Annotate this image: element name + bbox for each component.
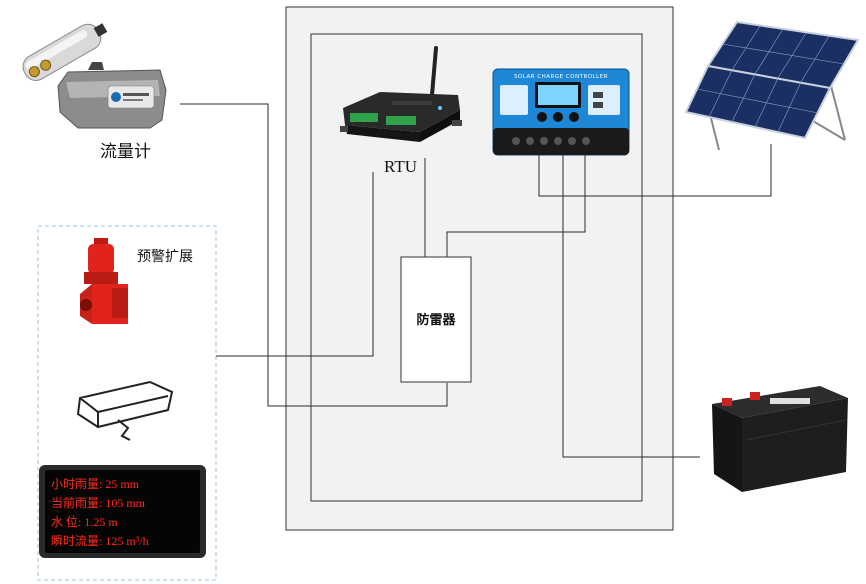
flowmeter-label: 流量计 — [100, 142, 151, 162]
battery — [712, 386, 848, 492]
rtu-label: RTU — [384, 157, 417, 176]
controller-banner: SOLAR CHARGE CONTROLLER — [514, 74, 608, 80]
rtu-device — [340, 46, 462, 142]
wires — [180, 103, 772, 458]
led-line: 小时雨量: 25 mm — [51, 477, 140, 491]
wire-expansion-rtu — [216, 172, 374, 357]
led-line: 当前雨量: 105 mm — [51, 495, 146, 510]
cabinet-inner-frame — [310, 33, 643, 502]
alarm-beacon — [80, 238, 128, 324]
surge-protector-box — [400, 256, 472, 383]
wire-battery — [562, 155, 700, 458]
wire-flowmeter — [180, 103, 448, 407]
solar-charge-controller: SOLAR CHARGE CONTROLLER — [492, 68, 630, 156]
led-line: 水 位: 1.25 m — [51, 514, 118, 529]
camera — [76, 380, 174, 441]
led-line: 瞬时流量: 125 m³/h — [51, 534, 149, 548]
surge-protector-label: 防雷器 — [416, 312, 456, 328]
warning-expansion-label: 预警扩展 — [137, 249, 193, 265]
wire-controller-surge — [446, 155, 586, 257]
solar-panel — [684, 20, 860, 151]
led-display: 小时雨量: 25 mm 当前雨量: 105 mm 水 位: 1.25 m 瞬时流… — [39, 465, 206, 558]
wire-solar-panel — [538, 144, 772, 197]
flowmeter-device — [22, 23, 167, 129]
